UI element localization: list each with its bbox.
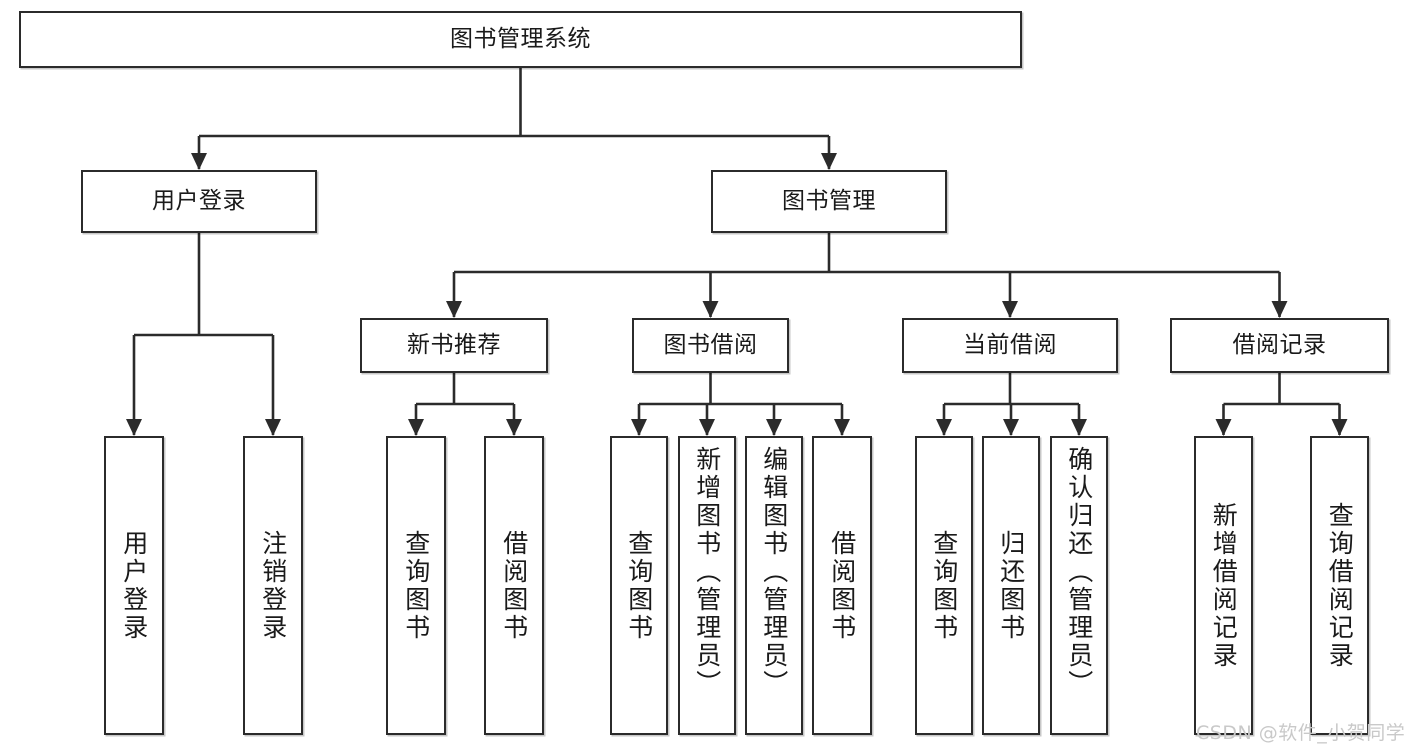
arrowhead xyxy=(126,419,142,436)
arrowhead xyxy=(936,419,952,436)
arrowhead xyxy=(631,419,647,436)
node-label: 借阅图书 xyxy=(827,529,857,642)
arrowhead xyxy=(766,419,782,436)
node-book-borrow[interactable]: 图书借阅 xyxy=(632,318,789,373)
node-label: 查询借阅记录 xyxy=(1325,501,1355,670)
node-label: 图书管理系统 xyxy=(450,25,591,52)
arrowhead xyxy=(506,419,522,436)
arrowhead xyxy=(1331,419,1348,436)
node-leaf-cb-confirm[interactable]: 确认归还（管理员） xyxy=(1050,436,1108,735)
node-leaf-br-query[interactable]: 查询借阅记录 xyxy=(1310,436,1369,735)
arrowhead xyxy=(1071,419,1087,436)
node-label: 查询图书 xyxy=(929,529,959,642)
node-label: 新增借阅记录 xyxy=(1209,501,1239,670)
node-book-manage[interactable]: 图书管理 xyxy=(711,170,947,233)
node-label: 图书借阅 xyxy=(663,331,758,358)
node-label: 查询图书 xyxy=(624,529,654,642)
node-leaf-logout[interactable]: 注销登录 xyxy=(243,436,303,735)
node-current-borrow[interactable]: 当前借阅 xyxy=(902,318,1118,373)
node-label: 用户登录 xyxy=(152,187,246,214)
node-label: 确认归还（管理员） xyxy=(1064,446,1094,698)
arrowhead xyxy=(265,419,281,436)
arrowhead xyxy=(834,419,850,436)
arrowhead xyxy=(1271,301,1288,318)
node-leaf-bb-borrow[interactable]: 借阅图书 xyxy=(812,436,872,735)
arrowhead xyxy=(702,301,719,318)
arrowhead xyxy=(408,419,424,436)
node-leaf-bb-add[interactable]: 新增图书（管理员） xyxy=(678,436,736,735)
arrowhead xyxy=(191,153,207,170)
node-label: 归还图书 xyxy=(996,529,1026,642)
arrowhead xyxy=(1215,419,1232,436)
node-label: 查询图书 xyxy=(401,529,431,642)
node-new-book-rec[interactable]: 新书推荐 xyxy=(360,318,548,373)
arrowhead xyxy=(699,419,715,436)
node-label: 注销登录 xyxy=(258,529,288,642)
node-label: 图书管理 xyxy=(782,187,876,214)
node-leaf-cb-return[interactable]: 归还图书 xyxy=(982,436,1040,735)
node-label: 借阅记录 xyxy=(1232,331,1327,358)
node-label: 当前借阅 xyxy=(963,331,1057,358)
arrowhead xyxy=(821,153,837,170)
node-label: 编辑图书（管理员） xyxy=(759,446,789,698)
node-leaf-br-add[interactable]: 新增借阅记录 xyxy=(1194,436,1253,735)
node-root[interactable]: 图书管理系统 xyxy=(19,11,1022,68)
node-leaf-rec-borrow[interactable]: 借阅图书 xyxy=(484,436,544,735)
node-label: 借阅图书 xyxy=(499,529,529,642)
node-label: 新书推荐 xyxy=(407,331,501,358)
node-leaf-user-login[interactable]: 用户登录 xyxy=(104,436,164,735)
node-user-login[interactable]: 用户登录 xyxy=(81,170,317,233)
arrowhead xyxy=(1003,419,1019,436)
node-label: 新增图书（管理员） xyxy=(692,446,722,698)
csdn-watermark: CSDN @软件_小贺同学 xyxy=(1196,722,1405,744)
node-leaf-bb-edit[interactable]: 编辑图书（管理员） xyxy=(745,436,803,735)
node-leaf-cb-query[interactable]: 查询图书 xyxy=(915,436,973,735)
node-leaf-bb-query[interactable]: 查询图书 xyxy=(610,436,668,735)
node-label: 用户登录 xyxy=(119,529,149,642)
arrowhead xyxy=(446,301,462,318)
node-borrow-record[interactable]: 借阅记录 xyxy=(1170,318,1389,373)
arrowhead xyxy=(1002,301,1018,318)
node-leaf-rec-query[interactable]: 查询图书 xyxy=(386,436,446,735)
